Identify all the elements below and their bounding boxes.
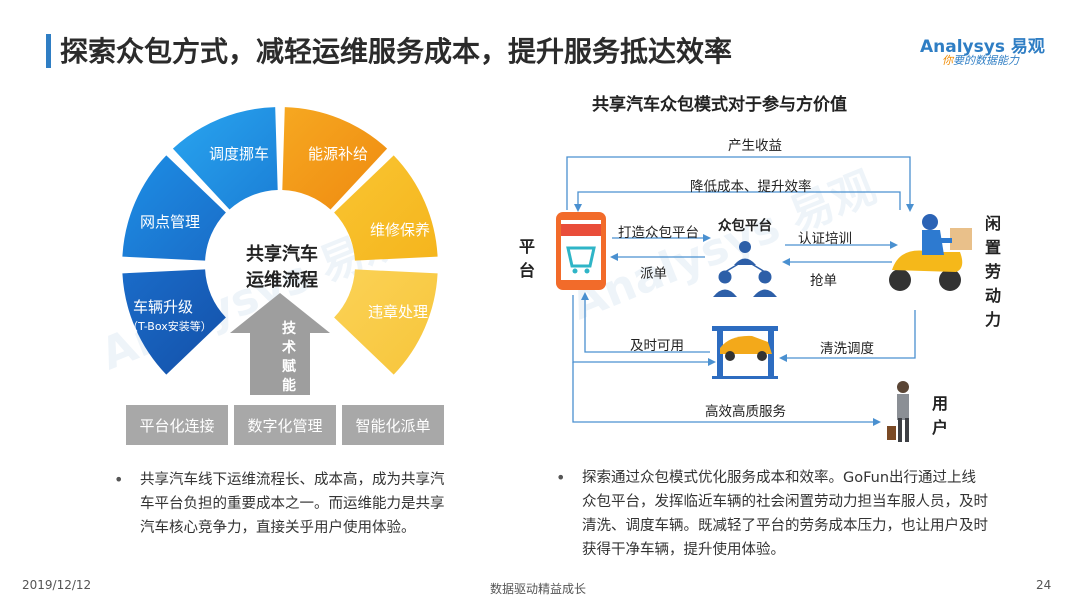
segment-violation (334, 269, 438, 375)
footer-date: 2019/12/12 (22, 578, 92, 592)
page-title: 探索众包方式，减轻运维服务成本，提升服务抵达效率 (60, 35, 733, 68)
ops-process-wheel (122, 107, 438, 395)
flow-revenue: 产生收益 (728, 138, 782, 154)
diagram-title: 共享汽车众包模式对于参与方价值 (592, 95, 847, 115)
flow-service: 高效高质服务 (705, 404, 786, 420)
title-accent-bar (46, 34, 51, 68)
label-maintenance: 维修保养 (370, 221, 431, 239)
flow-grab: 抢单 (810, 273, 837, 289)
segment-upgrade (122, 269, 226, 375)
user-traveler-icon (887, 381, 909, 442)
wheel-center-line2: 运维流程 (246, 270, 318, 291)
segment-maintenance (334, 155, 438, 261)
footer-slogan: 数据驱动精益成长 (490, 582, 587, 596)
segment-energy (282, 107, 388, 210)
tech-enable-arrow (230, 293, 330, 395)
label-outlets: 网点管理 (140, 213, 201, 231)
label-upgrade: 车辆升级 (133, 298, 194, 316)
segment-outlets (122, 155, 226, 261)
platform-phone-icon (556, 212, 606, 290)
right-bullet-text: 探索通过众包模式优化服务成本和效率。GoFun出行通过上线众包平台，发挥临近车辆… (582, 470, 988, 558)
label-upgrade-note: （T-Box安装等） (127, 320, 212, 333)
logo-text: Analysys 易观 (920, 37, 1045, 57)
arrow-revenue (566, 156, 911, 210)
car-lift-station-icon (712, 326, 778, 379)
bullet-dot: • (114, 470, 124, 489)
label-violation: 违章处理 (368, 303, 429, 321)
bullet-dot: • (556, 468, 566, 487)
segment-dispatch (172, 107, 278, 210)
label-idle-labor: 闲置劳动力 (984, 214, 1001, 329)
label-user: 用户 (931, 394, 948, 437)
delivery-scooter-icon (889, 214, 972, 291)
crowdsourcing-flow-diagram (556, 156, 972, 442)
left-bullet-text: 共享汽车线下运维流程长、成本高，成为共享汽车平台负担的重要成本之一。而运维能力是… (140, 472, 445, 536)
label-crowd-platform: 众包平台 (718, 218, 772, 234)
flow-clean: 清洗调度 (820, 341, 874, 357)
label-dispatch: 调度挪车 (209, 145, 270, 163)
page-number: 24 (1036, 578, 1052, 592)
box-smart-dispatch: 智能化派单 (342, 405, 444, 445)
flow-certify: 认证培训 (798, 231, 852, 247)
label-platform: 平台 (518, 237, 535, 280)
flow-timely: 及时可用 (630, 338, 684, 354)
logo-tagline: 你要的数据能力 (942, 54, 1019, 67)
arrow-cost-down (577, 191, 901, 210)
flow-assign: 派单 (640, 266, 667, 282)
tech-arrow-label: 技术赋能 (282, 321, 296, 394)
flow-cost-down: 降低成本、提升效率 (690, 179, 812, 195)
crowd-people-icon (713, 241, 777, 297)
analysys-logo: Analysys 易观 你要的数据能力 (920, 32, 1060, 72)
flow-build: 打造众包平台 (618, 225, 699, 241)
box-platform-connect: 平台化连接 (126, 405, 228, 445)
label-energy: 能源补给 (308, 145, 369, 163)
box-digital-manage: 数字化管理 (234, 405, 336, 445)
wheel-center-line1: 共享汽车 (246, 244, 318, 265)
